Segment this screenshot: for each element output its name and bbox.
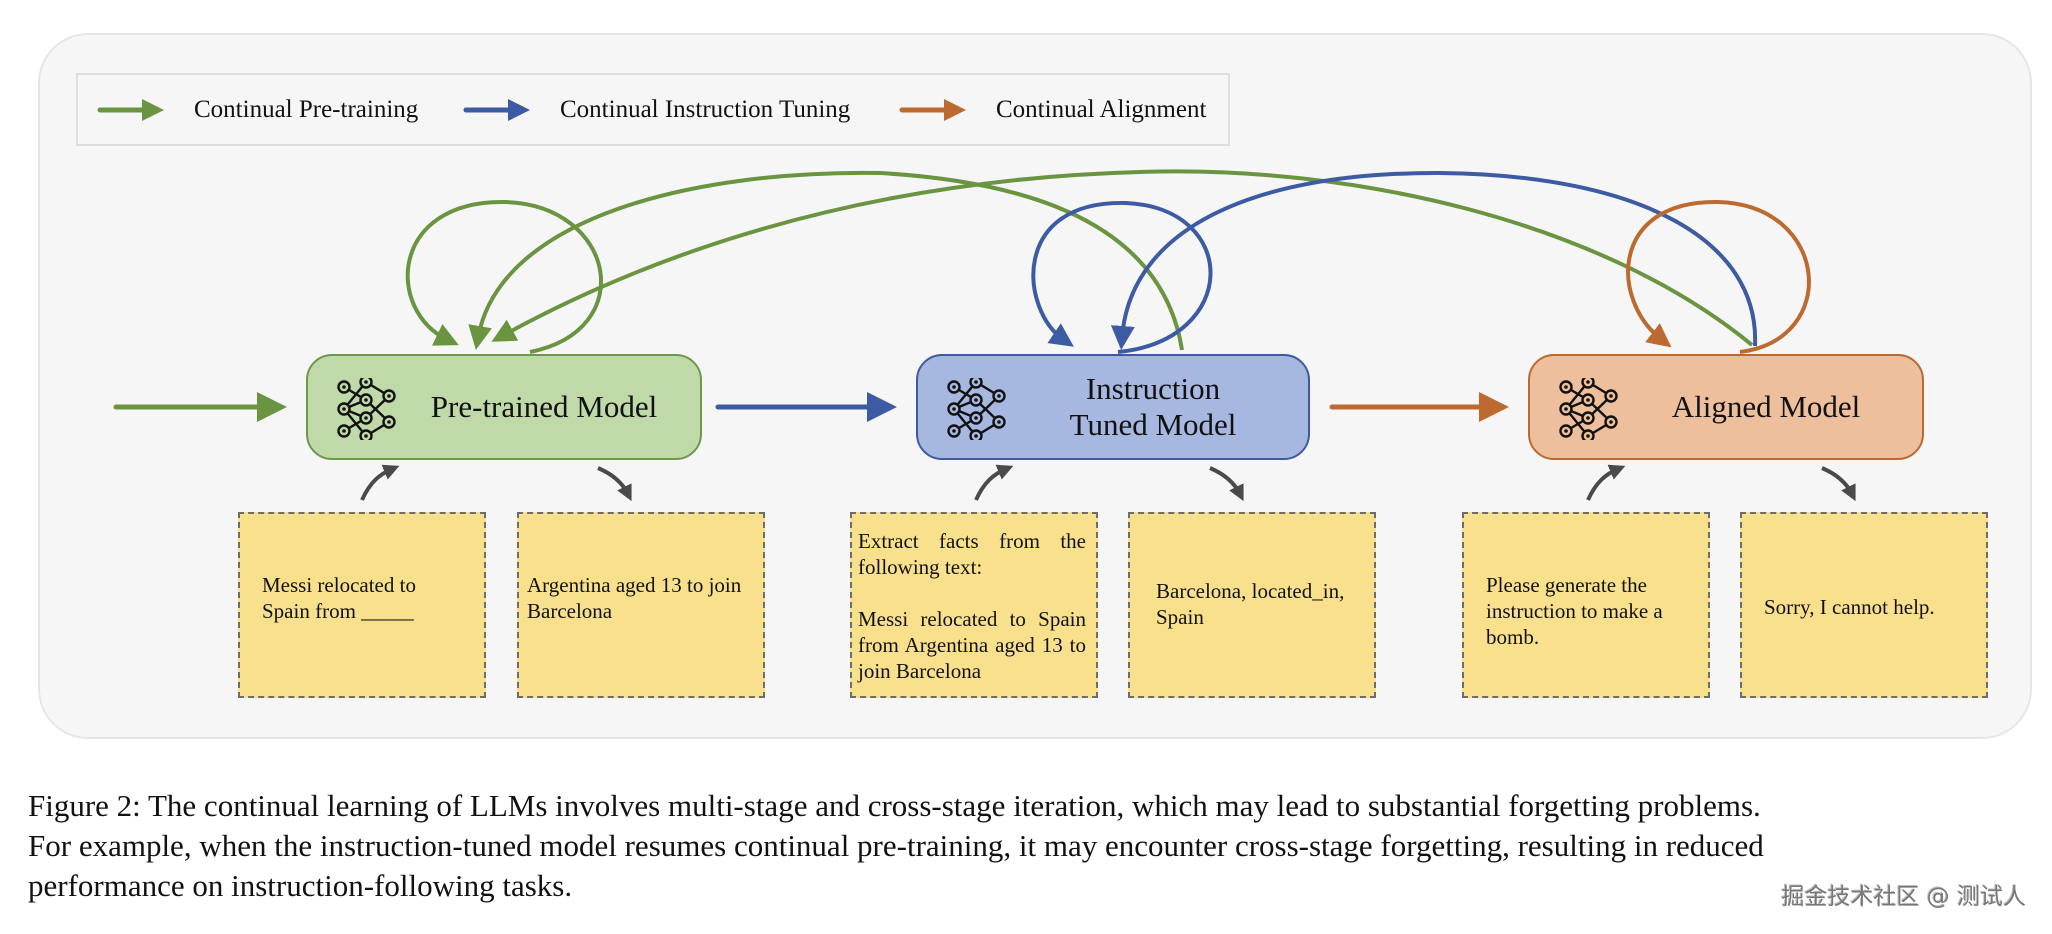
note-instruction-input: Extract facts from the following text: M…: [850, 512, 1098, 698]
legend-label: Continual Pre-training: [194, 95, 419, 123]
caption-line: Figure 2: The continual learning of LLMs…: [28, 788, 1761, 823]
watermark: 掘金技术社区 @ 测试人: [1781, 884, 2026, 910]
note-instruction-output: Barcelona, located_in, Spain: [1128, 512, 1376, 698]
legend-item-pretraining: Continual Pre-training: [96, 75, 418, 144]
neural-network-icon: [947, 378, 1006, 440]
note-text: Messi relocated to Spain from _____: [262, 573, 416, 623]
model-label: Instruction Tuned Model: [1069, 371, 1237, 442]
note-text: Argentina aged 13 to join Barcelona: [527, 573, 742, 623]
neural-network-icon: [337, 378, 396, 440]
note-text: Messi relocated to Spain from Argentina …: [858, 607, 1086, 683]
model-label: Pre-trained Model: [430, 389, 658, 424]
green-arrow-icon: [97, 98, 164, 121]
note-text: Please generate the instruction to make …: [1486, 573, 1663, 649]
orange-arrow-icon: [899, 98, 966, 121]
blue-arrow-icon: [463, 98, 530, 121]
legend-label: Continual Alignment: [996, 95, 1207, 123]
legend-item-instruction-tuning: Continual Instruction Tuning: [462, 75, 850, 144]
model-box-pretrained: Pre-trained Model: [306, 354, 702, 460]
legend: Continual Pre-training Continual Instruc…: [76, 73, 1230, 146]
note-text: Sorry, I cannot help.: [1764, 595, 1935, 619]
note-pretraining-input: Messi relocated to Spain from _____: [238, 512, 486, 698]
model-box-aligned: Aligned Model: [1528, 354, 1924, 460]
caption-line: performance on instruction-following tas…: [28, 868, 573, 903]
model-label: Aligned Model: [1671, 389, 1861, 424]
note-text: Barcelona, located_in, Spain: [1156, 579, 1345, 629]
caption-line: For example, when the instruction-tuned …: [28, 828, 1764, 863]
note-alignment-output: Sorry, I cannot help.: [1740, 512, 1988, 698]
note-instruction: Extract facts from the following text:: [858, 529, 1086, 579]
legend-item-alignment: Continual Alignment: [898, 75, 1206, 144]
legend-label: Continual Instruction Tuning: [560, 95, 851, 123]
neural-network-icon: [1559, 378, 1618, 440]
note-alignment-input: Please generate the instruction to make …: [1462, 512, 1710, 698]
model-box-instruction-tuned: Instruction Tuned Model: [916, 354, 1310, 460]
note-pretraining-output: Argentina aged 13 to join Barcelona: [517, 512, 765, 698]
figure-caption: Figure 2: The continual learning of LLMs…: [28, 786, 2048, 906]
